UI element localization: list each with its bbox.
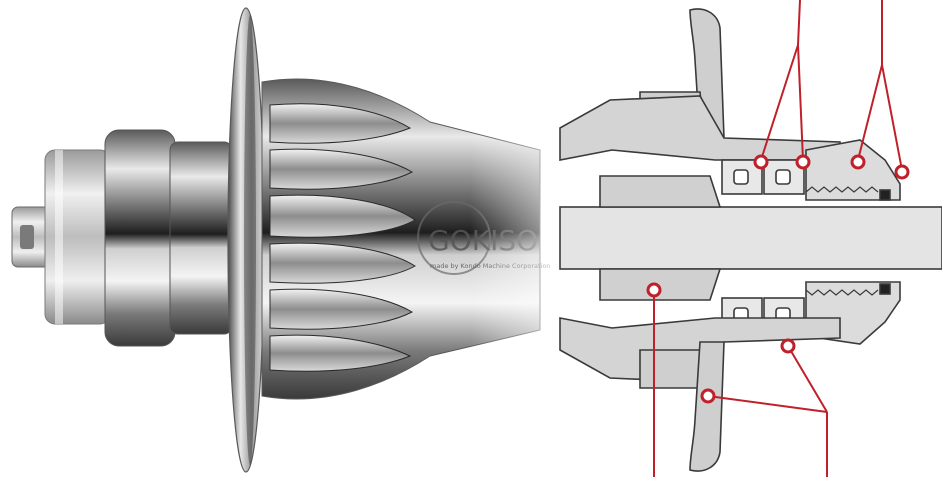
axle-section [559,206,942,270]
callout-marker [780,338,796,354]
callout-marker [850,154,866,170]
callout-marker [700,388,716,404]
hub-photo-half: GOKISO made by Kondo Machine Corporation [11,7,610,473]
cone-section-top [805,139,901,201]
bearing-pair-top [721,159,805,195]
shell-section-top [559,95,841,161]
callout-markers [646,154,910,404]
callout-marker [646,282,662,298]
bearing-cup [104,129,176,347]
flange-section-bottom [689,341,725,472]
hub-cross-section [559,8,942,472]
seal-top [879,189,891,201]
axle-bore [20,225,34,249]
callout-marker [795,154,811,170]
seal-bottom [879,283,891,295]
callouts [653,0,903,477]
callout-marker [753,154,769,170]
hub-shoulder [169,141,233,335]
callout-marker [894,164,910,180]
lock-nut [44,149,111,325]
cooling-fins [269,103,416,372]
